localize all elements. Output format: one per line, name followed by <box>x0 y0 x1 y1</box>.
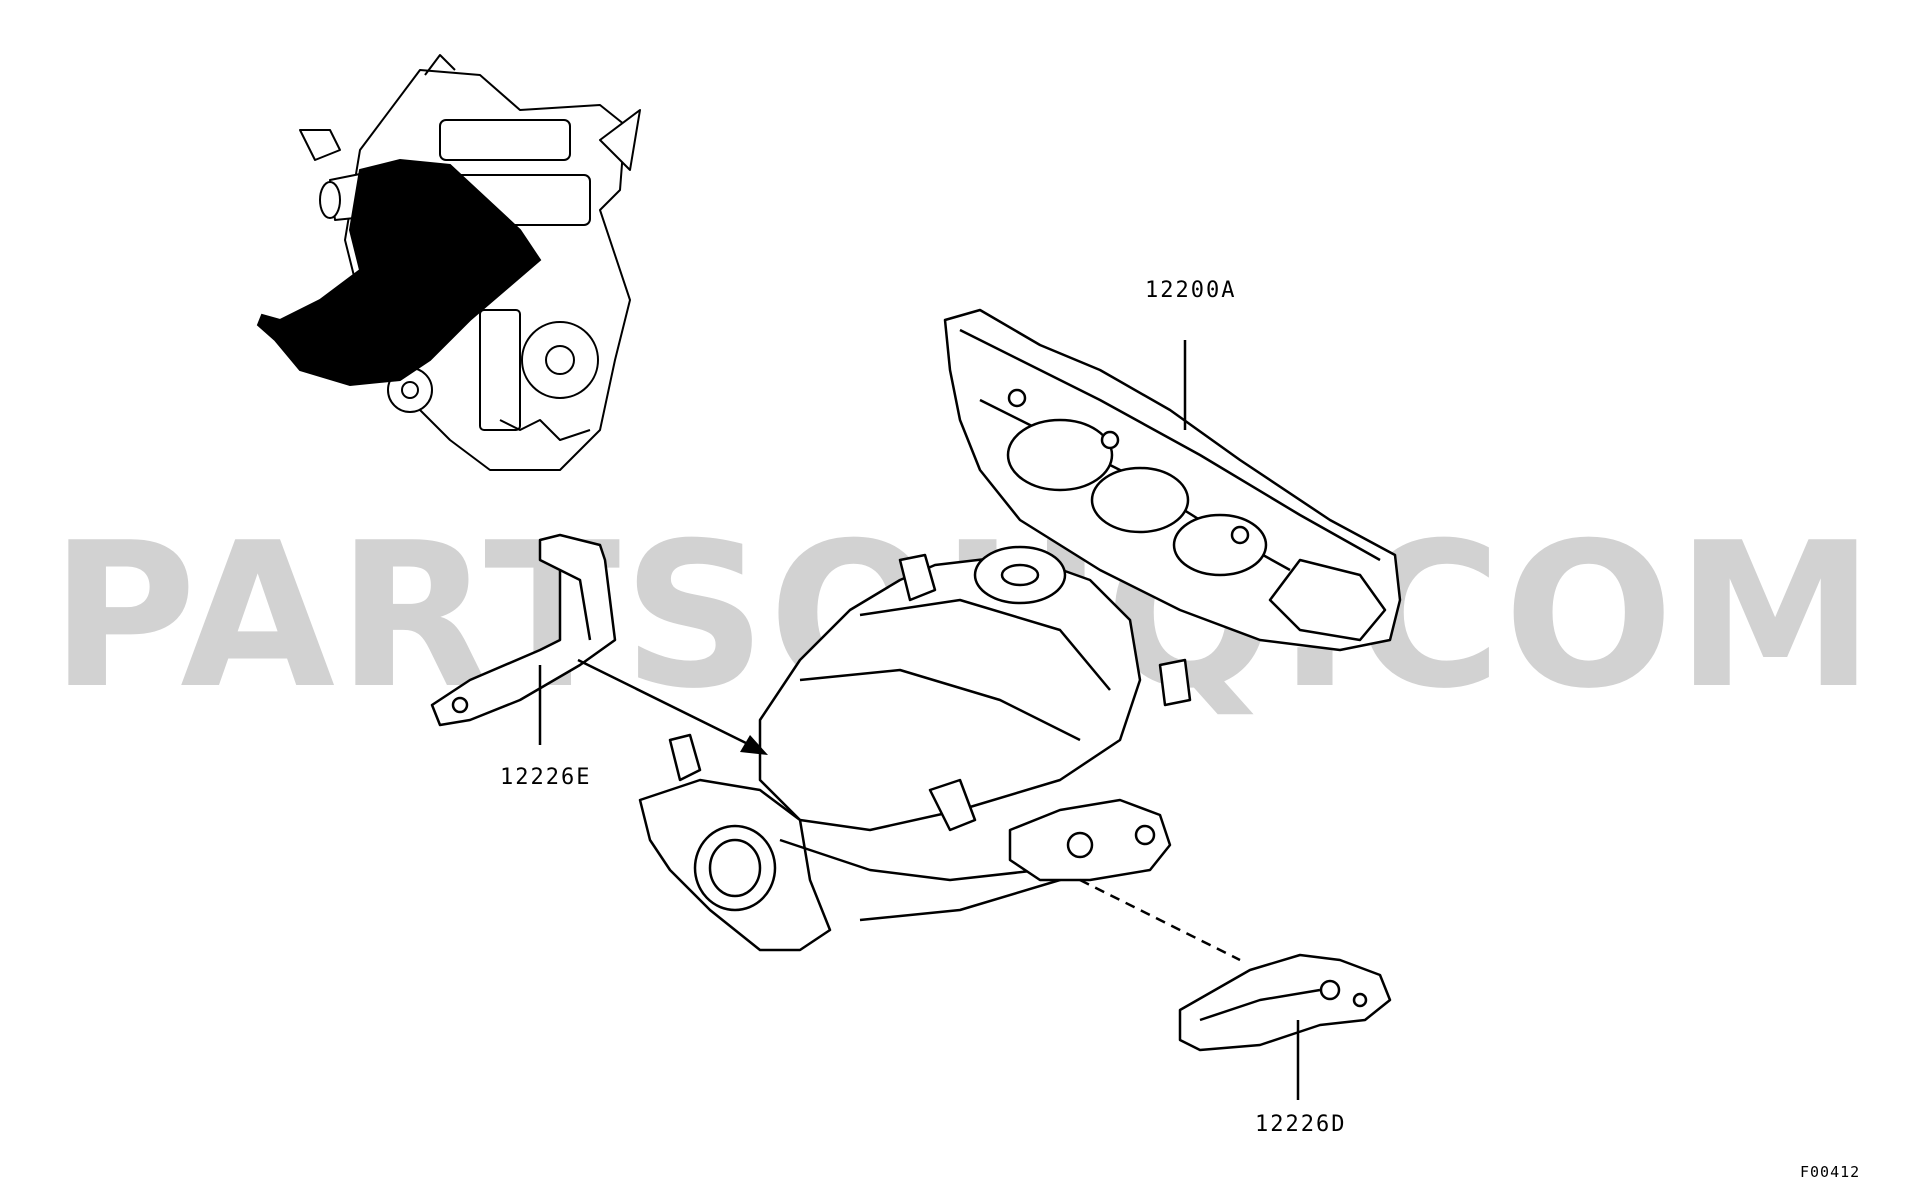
engine-manifold-silhouette <box>256 158 542 387</box>
exhaust-manifold-12200A <box>638 308 1402 952</box>
callout-12226E: 12226E <box>500 765 592 790</box>
figure-code: F00412 <box>1800 1163 1861 1181</box>
leader-lines <box>538 340 1300 1100</box>
install-arrow-line <box>577 658 751 747</box>
install-dashed-line <box>1079 878 1241 962</box>
bracket-12226D <box>1178 953 1392 1052</box>
install-arrowhead <box>740 735 768 755</box>
bracket-12226E <box>430 533 617 727</box>
callout-12200A: 12200A <box>1145 278 1237 303</box>
callout-12226D: 12226D <box>1255 1112 1347 1137</box>
